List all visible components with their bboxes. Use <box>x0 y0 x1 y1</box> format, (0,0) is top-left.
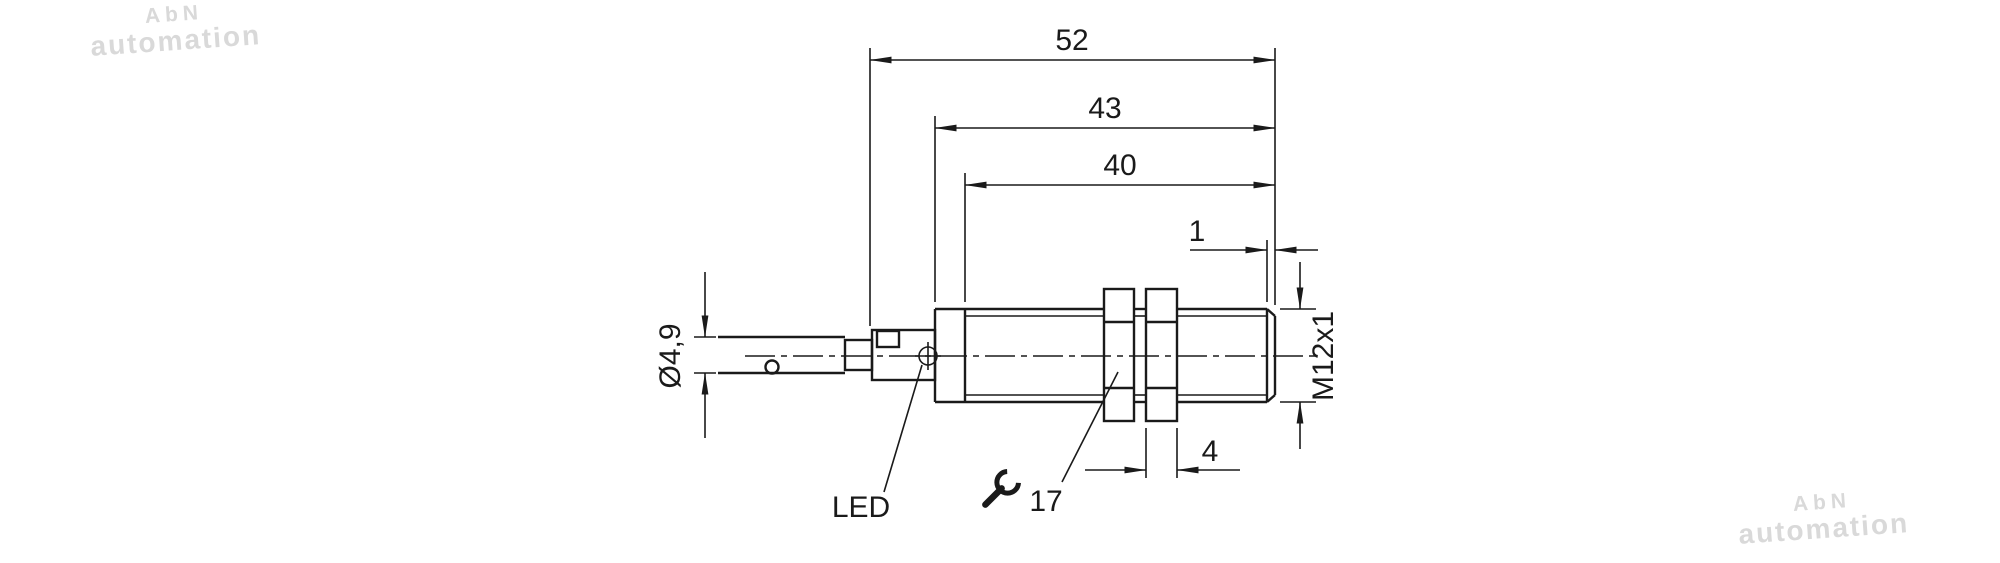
dim-overall-length-label: 52 <box>1055 24 1088 57</box>
dim-chamfer-label: 1 <box>1189 215 1206 248</box>
rear-cap <box>870 328 937 382</box>
extension-lines <box>694 48 1316 478</box>
led-label: LED <box>832 491 890 524</box>
led-leader-line <box>883 364 923 493</box>
dim-thread-length-label: 40 <box>1103 149 1136 182</box>
dimension-lines <box>701 56 1318 474</box>
hex-nut-2 <box>1144 287 1179 423</box>
wrench-size-label: 17 <box>1029 485 1062 518</box>
cable-gland <box>843 338 874 372</box>
thread-spec-label: M12x1 <box>1307 311 1340 401</box>
dim-housing-length-label: 43 <box>1088 92 1121 125</box>
led-window <box>875 329 901 349</box>
dim-nut-thickness-label: 4 <box>1202 435 1219 468</box>
wrench-leader-line <box>1061 371 1119 483</box>
cable-loop <box>764 359 780 375</box>
cable-diameter-label: Ø4,9 <box>654 323 687 388</box>
wrench-icon <box>982 469 1021 508</box>
hex-nut-1 <box>1102 287 1136 423</box>
thread-lines <box>965 315 1267 396</box>
sensor-cable <box>718 335 845 375</box>
led-indicator <box>915 342 941 370</box>
leader-lines <box>883 364 1119 493</box>
sensor-barrel <box>933 307 1277 404</box>
